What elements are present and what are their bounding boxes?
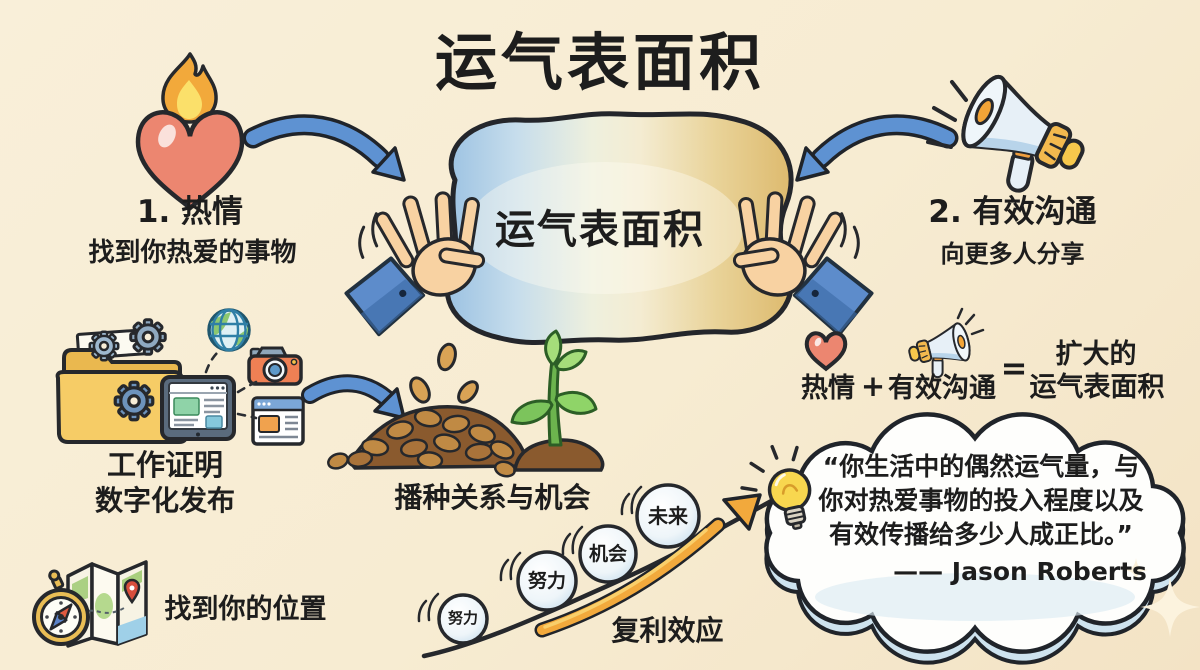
quote-line-3: 有效传播给多少人成正比。”	[829, 520, 1133, 549]
formula-term2: 有效沟通	[888, 373, 996, 404]
connector-dashes	[204, 350, 258, 420]
compass-icon	[32, 569, 90, 646]
quote-line-2: 你对热爱事物的投入程度以及	[818, 486, 1144, 515]
seeds-icon	[327, 342, 527, 478]
formula-heart-icon	[807, 333, 845, 368]
camera-icon	[247, 346, 303, 386]
snowball-slope	[417, 483, 796, 659]
compass-needle	[49, 603, 73, 631]
sprout-icon	[510, 329, 605, 472]
work-proof-line1: 工作证明	[106, 448, 223, 482]
snowball-opportunity-icon	[578, 524, 638, 584]
gear-icon	[113, 380, 155, 422]
snowball-label-1: 努力	[447, 609, 478, 627]
quote-attribution: —— Jason Roberts	[893, 557, 1147, 586]
luck-surface-blob	[444, 111, 794, 346]
formula-equals: =	[1000, 349, 1028, 387]
snowball-label-2: 努力	[527, 570, 566, 592]
cloud-inner-shading	[815, 573, 1135, 621]
quote-line-1: “你生活中的偶然运气量，与	[822, 452, 1140, 481]
arrow-work-to-seeds-icon	[301, 374, 406, 420]
formula-result-line2: 运气表面积	[1029, 372, 1165, 403]
snowball-label-3: 机会	[588, 543, 627, 565]
lightbulb-icon	[740, 444, 812, 530]
formula-term1: 热情	[801, 373, 855, 404]
blob-label: 运气表面积	[495, 207, 705, 253]
flaming-heart-icon	[161, 52, 218, 124]
work-proof-line2: 数字化发布	[94, 484, 235, 517]
communication-heading: 2. 有效沟通	[928, 194, 1097, 230]
snowball-effort-2-icon	[516, 550, 578, 612]
globe-icon	[207, 308, 251, 352]
webpage-icon	[251, 396, 305, 446]
formula-plus: +	[860, 369, 886, 403]
gear-icon	[129, 318, 167, 356]
location-label: 找到你的位置	[164, 594, 327, 625]
formula-heart-highlight	[814, 337, 822, 347]
seeding-label: 播种关系与机会	[394, 481, 591, 514]
snowball-future-icon	[635, 483, 701, 549]
quote-block: “你生活中的偶然运气量，与 你对热爱事物的投入程度以及 有效传播给多少人成正比。…	[795, 450, 1167, 552]
arrow-communication-to-blob-icon	[795, 114, 959, 182]
heart-highlight	[158, 124, 176, 148]
snowball-label-4: 未来	[648, 504, 688, 528]
page-title: 运气表面积	[434, 26, 765, 99]
tablet-icon	[160, 375, 236, 441]
work-proof-cluster	[55, 308, 305, 446]
snowball-effort-1-icon	[437, 593, 489, 645]
communication-desc: 向更多人分享	[940, 240, 1085, 268]
megaphone-sound-lines-icon	[926, 80, 968, 149]
gear-icon	[88, 330, 120, 362]
passion-heading: 1. 热情	[136, 194, 244, 230]
arrow-passion-to-blob-icon	[242, 114, 406, 182]
formula-megaphone-sound-lines-icon	[956, 307, 985, 336]
passion-desc: 找到你热爱的事物	[88, 238, 297, 268]
map-pin-icon	[123, 578, 141, 605]
compound-growth-arrow-icon	[534, 493, 762, 638]
compound-effect-label: 复利效应	[611, 614, 724, 647]
formula-result-line1: 扩大的	[1055, 339, 1137, 370]
